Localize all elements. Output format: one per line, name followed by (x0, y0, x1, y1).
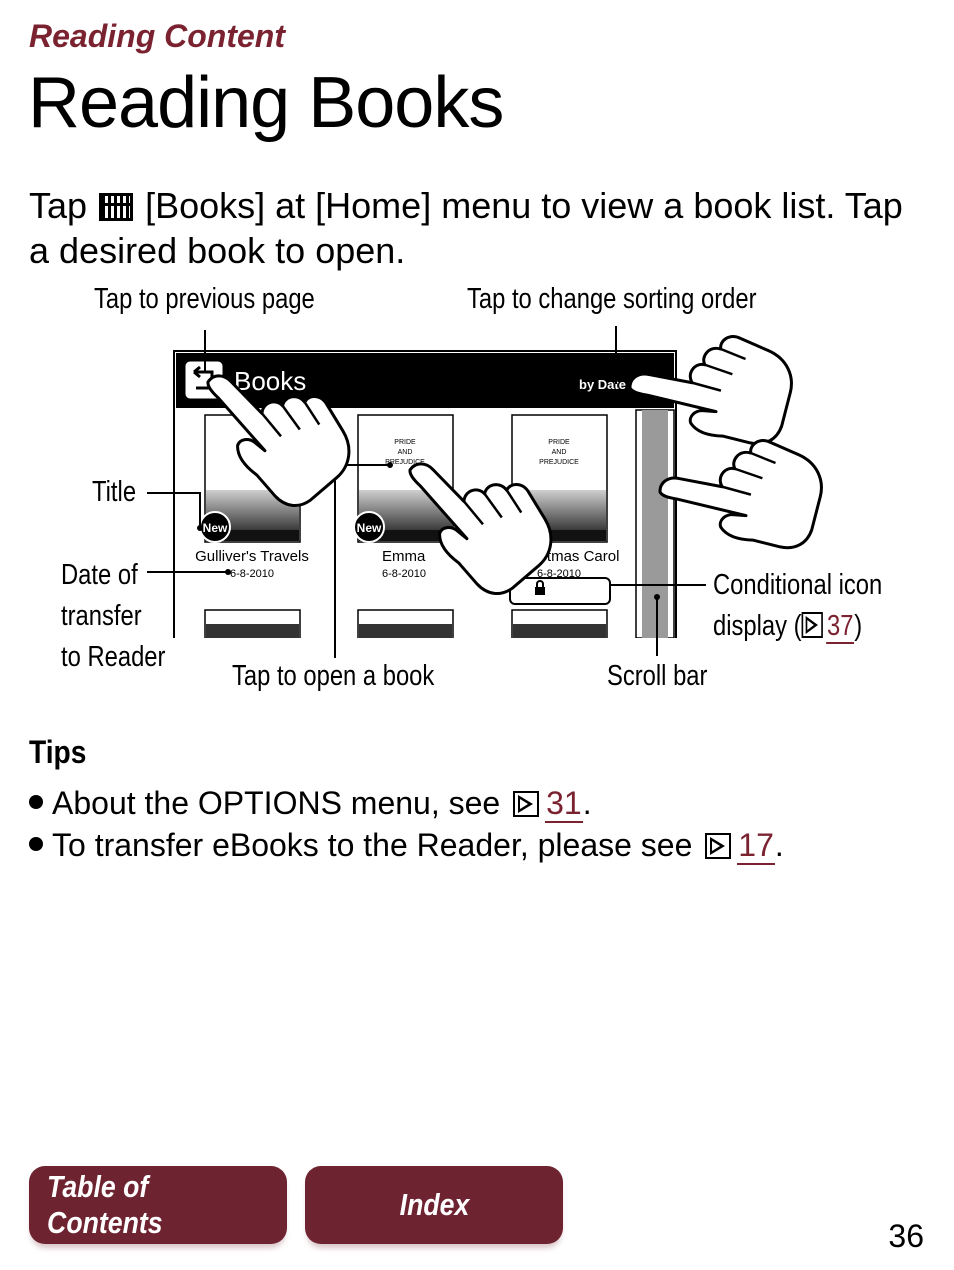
cover-row2 (511, 609, 608, 641)
cover-christmas-carol: PRIDE AND PREJUDICE (511, 414, 608, 543)
intro-after: [Books] at [Home] menu to view a book li… (29, 185, 903, 271)
tips-heading: Tips (29, 734, 87, 770)
page-title: Reading Books (28, 63, 504, 143)
hand-icon (204, 339, 365, 523)
section-title: Reading Content (29, 18, 285, 54)
callout-conditional-pre: display ( (713, 610, 802, 642)
sort-triangle-icon (645, 378, 657, 388)
conditional-page-link[interactable]: 37 (826, 610, 855, 644)
books-icon (99, 193, 134, 221)
tip-text: About the OPTIONS menu, see (52, 785, 501, 821)
callout-date-line: transfer (61, 600, 142, 632)
new-badge (353, 511, 385, 543)
callout-date: Date of transfer to Reader (61, 555, 176, 678)
svg-text:AND: AND (398, 449, 413, 456)
svg-text:PREJUDICE: PREJUDICE (385, 459, 425, 466)
page-ref-icon (705, 833, 732, 859)
book-title: Gulliver's Travels (195, 548, 309, 565)
back-button (185, 361, 223, 399)
book-title: Emma (382, 548, 426, 565)
callout-open-book: Tap to open a book (232, 660, 435, 692)
hand-icon (625, 294, 816, 475)
screen-header (176, 353, 674, 408)
back-arrow-icon (193, 365, 214, 390)
tip-text: To transfer eBooks to the Reader, please… (52, 827, 693, 863)
tip-end: . (582, 785, 592, 821)
new-badge-label: New (203, 521, 228, 535)
conditional-icon-box (509, 577, 611, 605)
hand-icon (406, 427, 567, 611)
screen-header-title: Books (234, 366, 306, 396)
leader-open-book (334, 464, 390, 658)
lock-icon (535, 587, 545, 595)
book-date: 6-8-2010 (537, 568, 581, 580)
callout-scroll-bar: Scroll bar (607, 660, 708, 692)
leader-title (147, 492, 201, 528)
intro-text: Tap [Books] at [Home] menu to view a boo… (29, 183, 929, 273)
scroll-thumb (642, 410, 668, 638)
cover-row2 (357, 609, 454, 641)
index-label: Index (399, 1187, 469, 1222)
index-button[interactable]: Index (305, 1166, 563, 1244)
cover-row2 (204, 609, 301, 641)
callout-date-line: to Reader (61, 641, 166, 673)
callout-conditional: Conditional icon display ( 37) (713, 565, 926, 647)
hand-icon (655, 398, 846, 579)
bullet-icon (29, 795, 43, 809)
new-badge (199, 511, 231, 543)
cover-gullivers-travels (204, 414, 301, 543)
page-number: 36 (888, 1218, 924, 1254)
tip-item: About the OPTIONS menu, see 31. (29, 785, 592, 823)
screen-frame (173, 350, 677, 652)
table-of-contents-label: Table of Contents (47, 1169, 163, 1240)
cover-emma: PRIDE AND PREJUDICE (357, 414, 454, 543)
callout-sorting: Tap to change sorting order (467, 283, 757, 315)
tip-page-link[interactable]: 17 (737, 827, 775, 865)
new-badge-label: New (357, 521, 382, 535)
svg-text:AND: AND (552, 449, 567, 456)
book-title: A Christmas Carol (499, 548, 620, 565)
callout-conditional-line: display ( 37) (713, 606, 926, 647)
sort-label: by Date (579, 377, 626, 392)
tip-item: To transfer eBooks to the Reader, please… (29, 827, 784, 865)
intro-before: Tap (29, 185, 88, 226)
scroll-track (635, 409, 675, 639)
bullet-icon (29, 837, 43, 851)
callout-title: Title (92, 476, 137, 508)
callout-date-line: Date of (61, 559, 138, 591)
callout-conditional-post: ) (854, 610, 863, 642)
tip-page-link[interactable]: 31 (545, 785, 583, 823)
svg-text:PRIDE: PRIDE (394, 439, 416, 446)
page-ref-icon (801, 612, 823, 638)
tip-end: . (774, 827, 784, 863)
svg-text:PRIDE: PRIDE (548, 439, 570, 446)
callout-prev-page: Tap to previous page (94, 283, 315, 315)
page-ref-icon (513, 791, 540, 817)
table-of-contents-button[interactable]: Table of Contents (29, 1166, 287, 1244)
book-date: 6-8-2010 (230, 568, 274, 580)
book-date: 6-8-2010 (382, 568, 426, 580)
svg-text:PREJUDICE: PREJUDICE (539, 459, 579, 466)
callout-conditional-line: Conditional icon (713, 569, 883, 601)
